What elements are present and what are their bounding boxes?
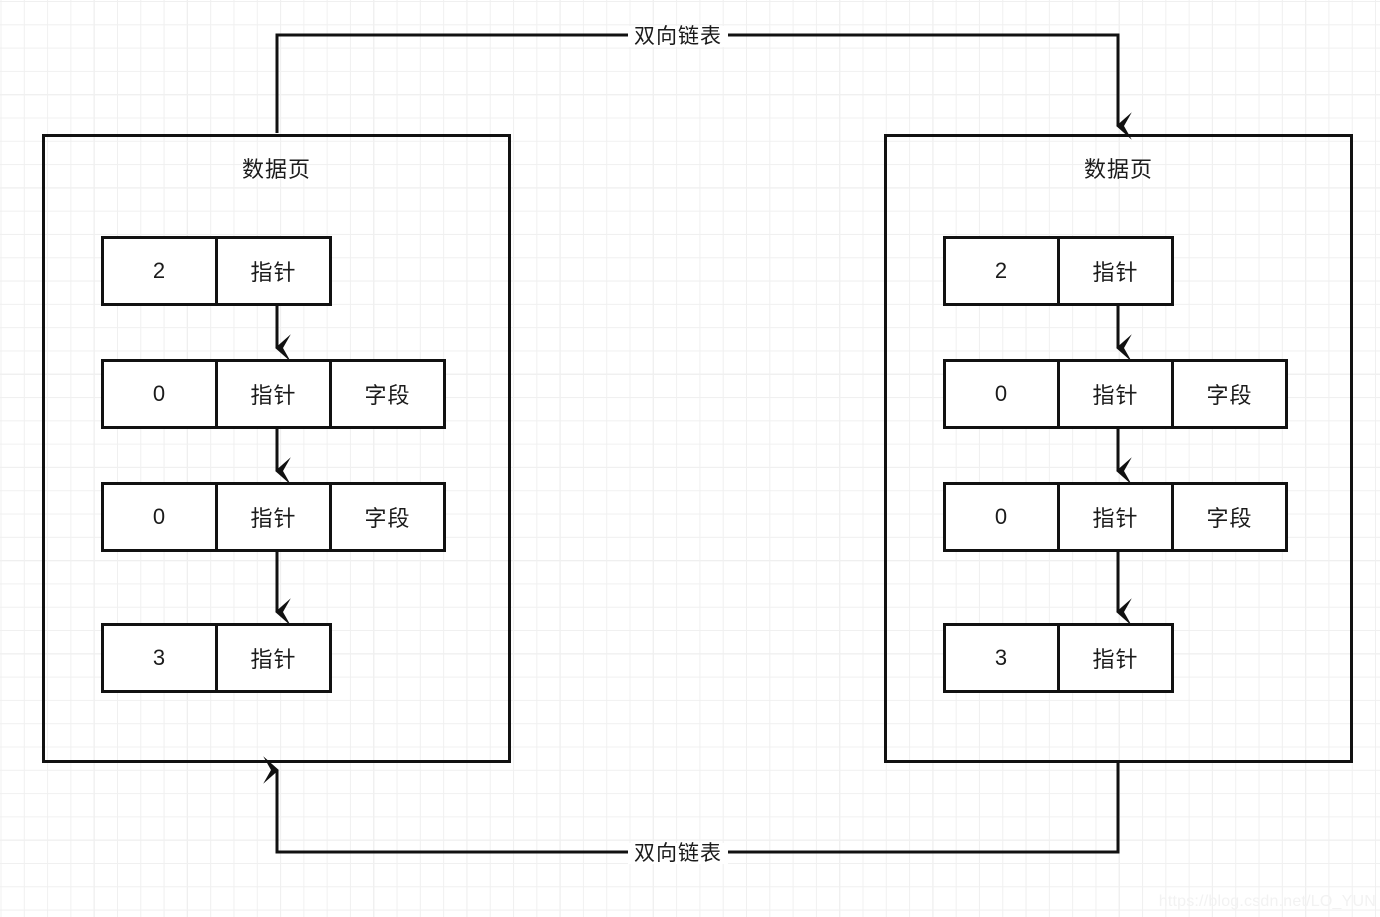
record-cell-id: 2	[943, 236, 1060, 306]
record-row: 0 指针 字段	[101, 482, 446, 552]
record-cell-id: 0	[101, 482, 218, 552]
connector-bottom-label: 双向链表	[628, 843, 728, 864]
record-row: 0 指针 字段	[101, 359, 446, 429]
data-page-box-right: 数据页 2 指针 0 指针 字段 0 指针 字段 3 指针	[884, 134, 1353, 763]
connector-bottom-双向链表	[263, 756, 1120, 854]
record-cell-pointer: 指针	[215, 623, 332, 693]
record-cell-field: 字段	[329, 482, 446, 552]
record-cell-id: 3	[101, 623, 218, 693]
record-cell-pointer: 指针	[215, 359, 332, 429]
record-row: 0 指针 字段	[943, 359, 1288, 429]
record-row: 3 指针	[943, 623, 1174, 693]
record-cell-field: 字段	[1171, 359, 1288, 429]
record-cell-pointer: 指针	[1057, 623, 1174, 693]
watermark-text: https://blog.csdn.net/LO_YUN	[1158, 893, 1376, 910]
record-cell-id: 3	[943, 623, 1060, 693]
record-cell-id: 0	[943, 482, 1060, 552]
record-row: 2 指针	[101, 236, 332, 306]
record-cell-field: 字段	[1171, 482, 1288, 552]
connector-top-双向链表	[275, 33, 1132, 140]
record-cell-id: 2	[101, 236, 218, 306]
data-page-title: 数据页	[1083, 157, 1153, 182]
connector-bottom-path	[263, 756, 1120, 854]
record-cell-field: 字段	[329, 359, 446, 429]
record-cell-pointer: 指针	[1057, 359, 1174, 429]
connector-top-path	[275, 33, 1132, 140]
record-row: 0 指针 字段	[943, 482, 1288, 552]
record-cell-id: 0	[943, 359, 1060, 429]
connector-top-label: 双向链表	[628, 26, 728, 47]
record-cell-pointer: 指针	[215, 482, 332, 552]
record-cell-pointer: 指针	[1057, 236, 1174, 306]
record-cell-id: 0	[101, 359, 218, 429]
record-row: 2 指针	[943, 236, 1174, 306]
data-page-box-left: 数据页 2 指针 0 指针 字段 0 指针 字段 3 指针	[42, 134, 511, 763]
record-cell-pointer: 指针	[215, 236, 332, 306]
record-row: 3 指针	[101, 623, 332, 693]
data-page-title: 数据页	[241, 157, 311, 182]
record-cell-pointer: 指针	[1057, 482, 1174, 552]
